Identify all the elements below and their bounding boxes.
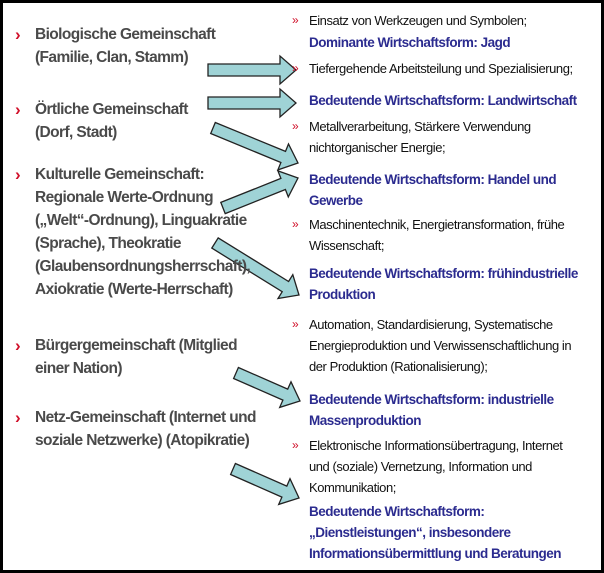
feature-text: Elektronische Informationsübertragung, I… — [309, 438, 563, 495]
left-bullet-icon: › — [15, 25, 21, 44]
right-bullet-icon: » — [292, 13, 299, 27]
left-item-netz: Netz-Gemeinschaft (Internet und soziale … — [35, 409, 256, 449]
left-bullet-icon: › — [15, 100, 21, 119]
left-bullet-icon: › — [15, 165, 21, 184]
right-bullet-icon: » — [292, 317, 299, 331]
economy-text: Bedeutende Wirtschaftsform: Landwirtscha… — [309, 93, 577, 108]
feature-text: Maschinentechnik, Energietransformation,… — [309, 217, 565, 253]
feature-text: Automation, Standardisierung, Systematis… — [309, 317, 572, 374]
arrows-layer — [207, 54, 301, 506]
left-item-biologisch: Biologische Gemeinschaft (Familie, Clan,… — [35, 26, 216, 66]
economy-text: Dominante Wirtschaftsform: Jagd — [309, 35, 511, 50]
arrow-kulturell-to-fruehindustriell — [210, 237, 300, 300]
economy-text: Bedeutende Wirtschaftsform: frühindustri… — [309, 266, 578, 302]
arrow-biologisch-to-jagd — [207, 54, 297, 86]
right-bullet-icon: » — [292, 119, 299, 133]
arrow-kulturell-to-handel — [219, 169, 299, 215]
left-item-oertlich: Örtliche Gemeinschaft (Dorf, Stadt) — [35, 101, 188, 141]
feature-text: Tiefergehende Arbeitsteilung und Spezial… — [309, 61, 573, 76]
right-bullet-icon: » — [292, 61, 299, 75]
economy-text: Bedeutende Wirtschaftsform: „Dienstleist… — [309, 504, 562, 561]
left-item-buerger: Bürgergemeinschaft (Mitglied einer Natio… — [35, 337, 238, 377]
arrow-netz-to-dienstleistungen — [229, 462, 300, 506]
economy-text: Bedeutende Wirtschaftsform: industrielle… — [309, 392, 554, 428]
right-bullet-icon: » — [292, 217, 299, 231]
arrow-oertlich-to-landwirtschaft — [207, 87, 297, 119]
feature-text: Einsatz von Werkzeugen und Symbolen; — [309, 13, 527, 28]
economy-text: Bedeutende Wirtschaftsform: Handel und G… — [309, 172, 557, 208]
left-bullet-icon: › — [15, 336, 21, 355]
left-item-kulturell: Kulturelle Gemeinschaft: Regionale Werte… — [35, 166, 251, 298]
right-bullet-icon: » — [292, 438, 299, 452]
feature-text: Metallverarbeitung, Stärkere Verwendung … — [309, 119, 531, 155]
arrow-buerger-to-industriell — [232, 366, 301, 409]
arrow-oertlich-to-handel — [209, 121, 299, 171]
left-bullet-icon: › — [15, 408, 21, 427]
